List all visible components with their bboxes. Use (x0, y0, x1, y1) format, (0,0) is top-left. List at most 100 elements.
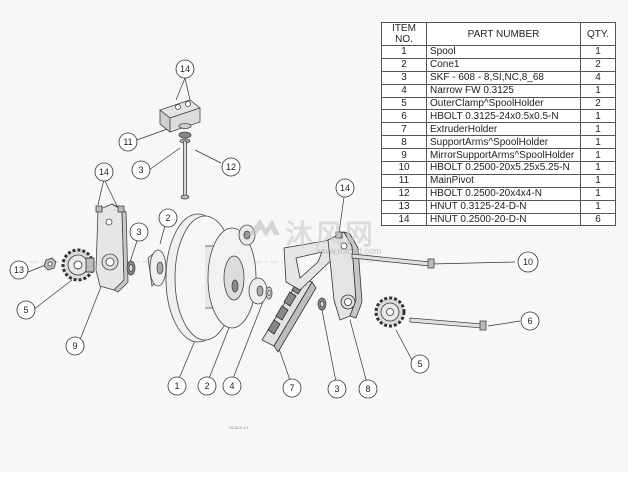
bom-part-cell: SupportArms^SpoolHolder (426, 135, 581, 150)
watermark-logo-icon (248, 219, 280, 237)
bom-qty-cell: 1 (580, 45, 616, 59)
bom-part-cell: OuterClamp^SpoolHolder (426, 96, 581, 111)
bom-qty-cell: 1 (580, 161, 616, 175)
bom-part-cell: MirrorSupportArms^SpoolHolder (426, 148, 581, 163)
svg-text:11: 11 (123, 137, 132, 147)
svg-text:3: 3 (136, 227, 141, 237)
bom-item-cell: 11 (381, 173, 427, 188)
bom-qty-cell: 4 (580, 70, 616, 85)
short-bolt-part (409, 317, 487, 331)
bom-part-cell: ExtruderHolder (426, 122, 581, 137)
balloon: 14 (175, 59, 195, 79)
bom-item-cell: 8 (381, 135, 427, 150)
svg-text:5: 5 (23, 305, 28, 315)
svg-text:3: 3 (138, 165, 143, 175)
svg-text:2: 2 (204, 381, 209, 391)
bom-part-cell: MainPivot (426, 173, 581, 188)
svg-text:6: 6 (527, 316, 532, 326)
hex-nut-left-part (43, 257, 57, 271)
outer-clamp-right-part (374, 296, 406, 328)
balloon: 5 (410, 354, 430, 374)
bom-qty-cell: 1 (580, 186, 616, 201)
bom-header-row: ITEM NO. PART NUMBER QTY. (381, 22, 616, 46)
bom-item-cell: 14 (381, 212, 427, 227)
bom-qty-cell: 1 (580, 122, 616, 137)
bom-header-part: PART NUMBER (426, 22, 581, 46)
balloon: 14 (94, 162, 114, 182)
balloon: 3 (131, 160, 151, 180)
svg-text:12: 12 (226, 162, 236, 172)
long-bolt-part (351, 253, 435, 269)
bom-qty-cell: 2 (580, 96, 616, 111)
bom-item-cell: 13 (381, 199, 427, 214)
balloon: 1 (167, 376, 187, 396)
bom-item-cell: 6 (381, 109, 427, 124)
svg-text:5: 5 (417, 359, 422, 369)
bom-part-cell: HBOLT 0.2500-20x5.25x5.25-N (426, 161, 581, 175)
bearing-left-part (126, 260, 136, 276)
svg-text:14: 14 (340, 183, 350, 193)
bom-qty-cell: 6 (580, 212, 616, 227)
cone-right-part (238, 224, 268, 305)
svg-text:10: 10 (523, 257, 533, 267)
spool-part (165, 213, 257, 343)
bom-item-cell: 2 (381, 57, 427, 72)
svg-text:1: 1 (174, 381, 179, 391)
balloon: 9 (65, 336, 85, 356)
outer-clamp-left-part (61, 248, 95, 282)
bom-item-cell: 3 (381, 70, 427, 85)
svg-text:3: 3 (334, 384, 339, 394)
balloon: 4 (222, 376, 242, 396)
bom-item-cell: 4 (381, 83, 427, 98)
svg-text:7: 7 (289, 383, 294, 393)
bom-part-cell: SKF - 608 - 8,SI,NC,8_68 (426, 70, 581, 85)
balloon: 2 (158, 208, 178, 228)
svg-text:14: 14 (99, 167, 109, 177)
bom-header-item: ITEM NO. (381, 22, 427, 46)
bom-part-cell: HNUT 0.2500-20-D-N (426, 212, 581, 227)
bom-part-cell: Spool (426, 45, 581, 59)
bom-qty-cell: 1 (580, 148, 616, 163)
balloon: 3 (129, 222, 149, 242)
balloon: 7 (282, 378, 302, 398)
watermark-text: 沐风网 (285, 219, 376, 250)
bearing-right-part (317, 297, 327, 311)
balloon: 13 (9, 260, 29, 280)
bom-qty-cell: 1 (580, 83, 616, 98)
washer-part (265, 286, 273, 300)
bom-part-cell: HNUT 0.3125-24-D-N (426, 199, 581, 214)
balloon: 5 (16, 300, 36, 320)
main-pivot-part (159, 99, 201, 200)
balloon: 2 (197, 376, 217, 396)
bom-qty-cell: 1 (580, 199, 616, 214)
bom-qty-cell: 1 (580, 135, 616, 150)
bom-part-cell: HBOLT 0.3125-24x0.5x0.5-N (426, 109, 581, 124)
bom-item-cell: 12 (381, 186, 427, 201)
bom-item-cell: 10 (381, 161, 427, 175)
balloon: 11 (118, 132, 138, 152)
bom-part-cell: HBOLT 0.2500-20x4x4-N (426, 186, 581, 201)
balloon: 8 (358, 379, 378, 399)
balloon: 12 (221, 157, 241, 177)
balloon: 14 (335, 178, 355, 198)
mirror-support-arm-part (95, 203, 129, 293)
bom-qty-cell: 1 (580, 173, 616, 188)
svg-text:4: 4 (229, 381, 234, 391)
svg-text:9: 9 (72, 341, 77, 351)
watermark-url: www.mfcad.com (316, 246, 382, 256)
bom-qty-cell: 2 (580, 57, 616, 72)
